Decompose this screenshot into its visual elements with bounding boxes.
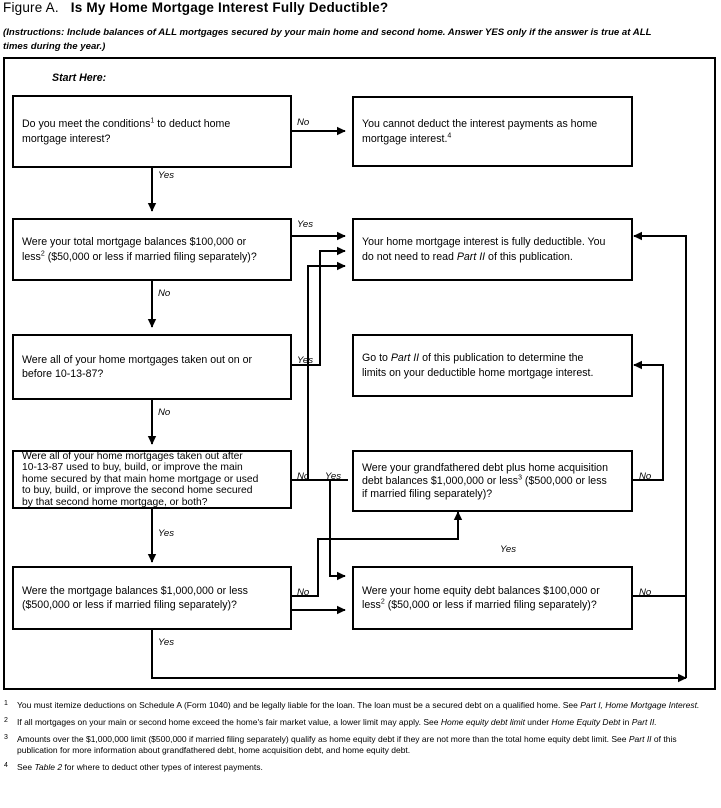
- edge-label-q4-yes: Yes: [158, 528, 175, 539]
- edge-label-q7-no: No: [639, 587, 652, 598]
- q2-line1: Were your total mortgage balances $100,0…: [22, 236, 247, 249]
- cannot-footnote-ref: 4: [447, 131, 452, 139]
- node-q5-grandfathered-debt[interactable]: Were your grandfathered debt plus home a…: [352, 450, 633, 512]
- figure-title-text: Is My Home Mortgage Interest Fully Deduc…: [70, 0, 389, 15]
- footnote-text-segment: Part II: [628, 733, 652, 744]
- edge-label-q2-yes: Yes: [297, 219, 314, 230]
- footnote-4: 4 See Table 2 for where to deduct other t…: [3, 762, 718, 773]
- footnote-text-segment: You must itemize deductions on Schedule …: [17, 700, 581, 710]
- footnote-text-segment: Home Equity Debt: [551, 716, 621, 727]
- footnote-marker: 1: [4, 700, 8, 707]
- node-fully-deductible[interactable]: Your home mortgage interest is fully ded…: [352, 218, 633, 281]
- footnote-marker: 2: [4, 716, 8, 724]
- edge-label-q1-yes: Yes: [158, 170, 175, 181]
- footnote-text-segment: Part II.: [631, 716, 657, 727]
- edge-label-q1-no: No: [297, 117, 310, 128]
- footnote-text-segment: If all mortgages on your main or second …: [17, 716, 441, 727]
- footnote-text-segment: Home equity debt limit: [440, 716, 525, 727]
- edge-label-q2-no: No: [158, 288, 171, 299]
- q2-footnote-ref: 2: [40, 249, 45, 257]
- instructions-line-1: (Instructions: Include balances of ALL m…: [3, 27, 652, 38]
- q5-line2b: ($500,000 or less: [521, 474, 607, 487]
- node-q1-meet-conditions[interactable]: Do you meet the conditions1 to deduct ho…: [12, 95, 292, 168]
- gp2-line1b: of this publication to determine the: [419, 352, 584, 365]
- node-q6-mortgage-balances[interactable]: Were the mortgage balances $1,000,000 or…: [12, 566, 292, 630]
- q2-line2b: ($50,000 or less if married filing separ…: [44, 250, 257, 263]
- edge-label-q5-no: No: [639, 471, 652, 482]
- edge-label-q6-yes: Yes: [158, 637, 175, 648]
- q4-line4: to buy, build, or improve the second hom…: [22, 485, 253, 497]
- node-q7-home-equity-debt[interactable]: Were your home equity debt balances $100…: [352, 566, 633, 630]
- footnote-3: 3 Amounts over the $1,000,000 limit ($500…: [3, 734, 718, 757]
- q4-line3: home secured by that main home mortgage …: [22, 473, 259, 485]
- edge-label-q3-no: No: [158, 407, 171, 418]
- q7-line2a: less: [362, 599, 381, 611]
- footnote-text-segment: Part I, Home Mortgage Interest.: [580, 700, 700, 710]
- cannot-line2: mortgage interest.: [362, 132, 448, 145]
- gp2-part-ii: Part II: [390, 352, 420, 365]
- footnote-text-segment: See: [17, 762, 35, 773]
- fd-line2b: of this publication.: [485, 250, 573, 263]
- footnote-text-segment: of this publication for more information…: [17, 733, 677, 756]
- q3-line1: Were all of your home mortgages taken ou…: [22, 353, 253, 366]
- q5-line3: if married filing separately)?: [362, 487, 493, 500]
- q4-line5: by that second home mortgage, or both?: [22, 496, 208, 508]
- gp2-line1a: Go to: [362, 352, 391, 365]
- q5-line2a: debt balances $1,000,000 or less: [362, 474, 519, 487]
- q1-footnote-ref: 1: [150, 117, 155, 125]
- footnote-marker: 3: [4, 733, 8, 741]
- edge-label-q3-yes: Yes: [297, 355, 314, 366]
- fd-line2a: do not need to read: [362, 250, 457, 263]
- footnote-text-segment: under: [524, 716, 552, 727]
- figure-title: Figure A. Is My Home Mortgage Interest F…: [3, 0, 388, 15]
- edge-label-q5-yes-left: Yes: [325, 471, 342, 482]
- cannot-line1: You cannot deduct the interest payments …: [362, 118, 598, 131]
- footnote-marker: 4: [4, 762, 8, 770]
- q7-line2b: ($50,000 or less if married filing separ…: [384, 599, 597, 611]
- q5-line1: Were your grandfathered debt plus home a…: [362, 461, 608, 474]
- figure-instructions: (Instructions: Include balances of ALL m…: [3, 26, 718, 53]
- q1-line1b: to deduct home: [154, 118, 231, 131]
- figure-label: Figure A.: [3, 0, 59, 15]
- footnote-text-segment: Table 2: [34, 762, 63, 773]
- footnotes-list: 1 You must itemize deductions on Schedule…: [3, 700, 718, 779]
- footnote-text-segment: in: [620, 716, 632, 727]
- edge-label-q5-yes-up: Yes: [500, 544, 517, 555]
- node-q4-after-1987-use[interactable]: Were all of your home mortgages taken ou…: [12, 450, 292, 509]
- edge-label-q4-no: No: [297, 471, 310, 482]
- q1-line2: mortgage interest?: [22, 132, 111, 145]
- q4-line1: Were all of your home mortgages taken ou…: [22, 450, 243, 462]
- q6-line1: Were the mortgage balances $1,000,000 or…: [22, 584, 248, 597]
- start-here-label: Start Here:: [52, 72, 107, 84]
- edge-label-q6-no: No: [297, 587, 310, 598]
- footnote-2: 2 If all mortgages on your main or second…: [3, 717, 718, 728]
- q2-line2a: less: [22, 250, 41, 263]
- fd-line1: Your home mortgage interest is fully ded…: [362, 236, 606, 249]
- instructions-line-2: times during the year.): [3, 40, 106, 52]
- q7-line1: Were your home equity debt balances $100…: [362, 584, 600, 597]
- q3-line2: before 10-13-87?: [22, 368, 104, 380]
- q6-line2: ($500,000 or less if married filing sepa…: [22, 599, 237, 611]
- node-cannot-deduct[interactable]: You cannot deduct the interest payments …: [352, 96, 633, 167]
- footnote-text-segment: Amounts over the $1,000,000 limit ($500,…: [17, 733, 629, 744]
- q7-footnote-ref: 2: [380, 598, 385, 606]
- q1-line1a: Do you meet the conditions: [22, 118, 151, 131]
- fd-part-ii: Part II: [456, 250, 486, 263]
- footnote-1: 1 You must itemize deductions on Schedule…: [3, 700, 718, 711]
- node-go-to-part-ii[interactable]: Go to Part II of this publication to det…: [352, 334, 633, 397]
- node-q3-before-1987[interactable]: Were all of your home mortgages taken ou…: [12, 334, 292, 400]
- footnote-text-segment: for where to deduct other types of inter…: [62, 762, 263, 773]
- gp2-line2: limits on your deductible home mortgage …: [362, 366, 594, 379]
- q4-line2: 10-13-87 used to buy, build, or improve …: [22, 462, 243, 474]
- node-q2-total-balances[interactable]: Were your total mortgage balances $100,0…: [12, 218, 292, 281]
- q5-footnote-ref: 3: [518, 473, 522, 481]
